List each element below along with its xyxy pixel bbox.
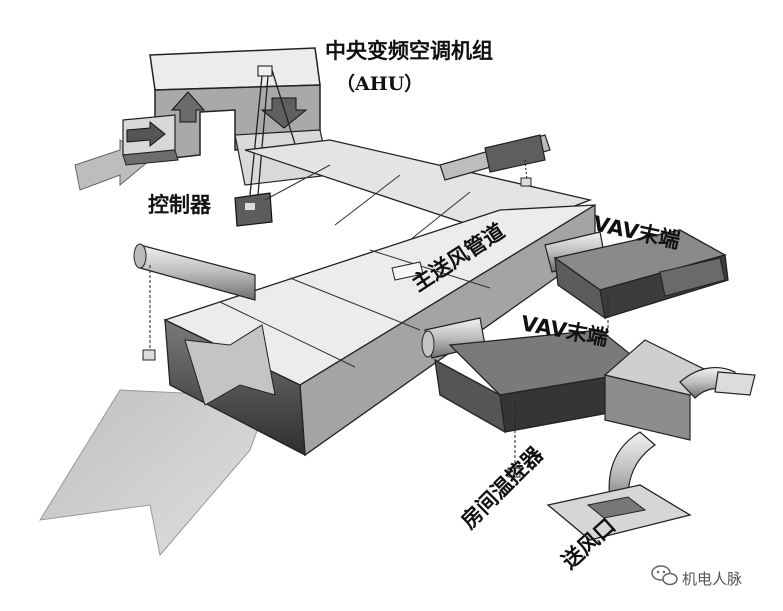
ahu-unit	[122, 47, 321, 166]
vav-terminal-2	[421, 317, 711, 478]
rear-branch-duct	[439, 134, 551, 187]
ahu-title-label: 中央变频空调机组	[325, 39, 493, 63]
room-thermostat-label: 房间温控器	[457, 442, 549, 534]
ahu-sub-label: （AHU）	[336, 72, 423, 95]
vav-terminal-1	[544, 229, 729, 370]
controller-assembly	[234, 65, 301, 227]
left-branch-duct	[133, 243, 256, 361]
watermark-text: 机电人脉	[682, 570, 742, 588]
right-outlet-branch	[679, 367, 756, 399]
controller-label: 控制器	[148, 193, 212, 217]
duct-label-plate	[391, 261, 424, 281]
watermark: 机电人脉	[651, 565, 742, 588]
supply-diffuser	[546, 484, 692, 541]
wechat-icon	[651, 565, 678, 586]
